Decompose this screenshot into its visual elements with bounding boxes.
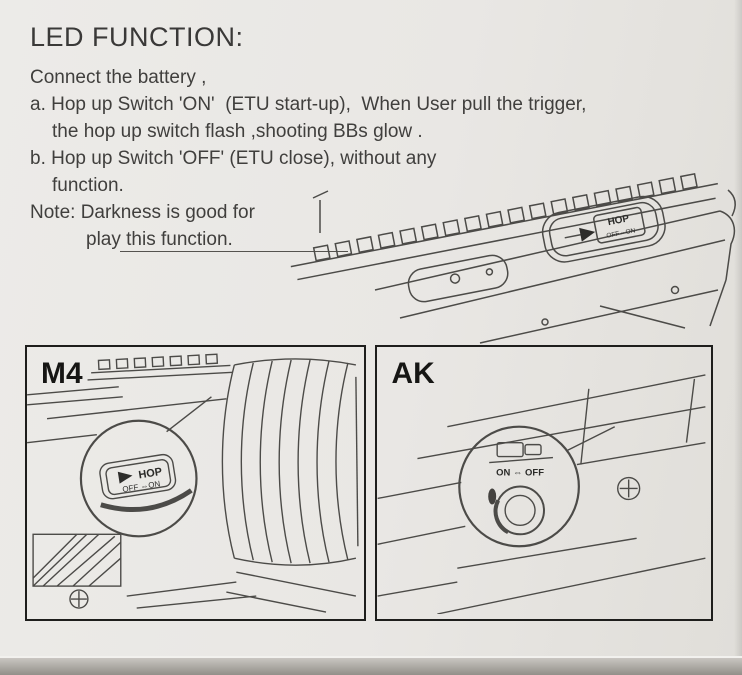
page-title: LED FUNCTION: bbox=[30, 22, 244, 52]
ak-zoom-circle bbox=[458, 425, 580, 548]
m4-switch-label: HOP bbox=[138, 466, 163, 482]
m4-screw-icon bbox=[69, 589, 89, 609]
note-leader-line bbox=[120, 251, 348, 252]
ak-panel: ON ⇔ OFF AK bbox=[375, 345, 713, 621]
receiver-body bbox=[374, 189, 736, 344]
photo-bottom-edge bbox=[0, 656, 742, 675]
ak-hop-switch: ON ⇔ OFF bbox=[488, 441, 554, 536]
leader-tick bbox=[312, 190, 329, 233]
ak-label: AK bbox=[392, 357, 436, 390]
m4-switch-arrow-icon bbox=[117, 471, 133, 484]
note-line1: Note: Darkness is good for bbox=[30, 202, 255, 223]
hop-switch-positions: OFF⇔ON bbox=[606, 227, 636, 240]
item-b-line1: b. Hop up Switch 'OFF' (ETU close), with… bbox=[30, 148, 437, 169]
instruction-text: Connect the battery , a. Hop up Switch '… bbox=[30, 64, 586, 253]
ak-body-lines bbox=[377, 374, 706, 614]
ejection-port-cover bbox=[407, 254, 509, 303]
item-a-line2: the hop up switch flash ,shooting BBs gl… bbox=[52, 121, 423, 142]
m4-label: M4 bbox=[41, 357, 83, 390]
receiver-illustration: HOP OFF⇔ON bbox=[290, 172, 736, 344]
item-a-line1: a. Hop up Switch 'ON' (ETU start-up), Wh… bbox=[30, 94, 587, 115]
note-line2: play this function. bbox=[86, 229, 233, 250]
item-b-line2: function. bbox=[52, 175, 124, 196]
m4-illustration: HOP OFF ⇔ON M4 bbox=[27, 353, 359, 613]
intro-line: Connect the battery , bbox=[30, 67, 207, 88]
hop-switch-label: HOP bbox=[607, 213, 631, 228]
m4-hop-switch: HOP OFF ⇔ON bbox=[99, 453, 193, 512]
m4-zoom-circle bbox=[79, 419, 198, 538]
ak-screw-icon bbox=[617, 476, 641, 501]
page-edge-shadow bbox=[734, 0, 742, 675]
ak-switch-positions: ON ⇔ OFF bbox=[496, 468, 544, 479]
switch-arrow-icon bbox=[579, 227, 596, 242]
ak-illustration: ON ⇔ OFF AK bbox=[377, 357, 706, 614]
m4-panel: HOP OFF ⇔ON M4 bbox=[25, 345, 366, 621]
m4-hatched-box bbox=[32, 533, 122, 587]
m4-coil bbox=[221, 358, 359, 566]
m4-rail bbox=[87, 353, 233, 381]
